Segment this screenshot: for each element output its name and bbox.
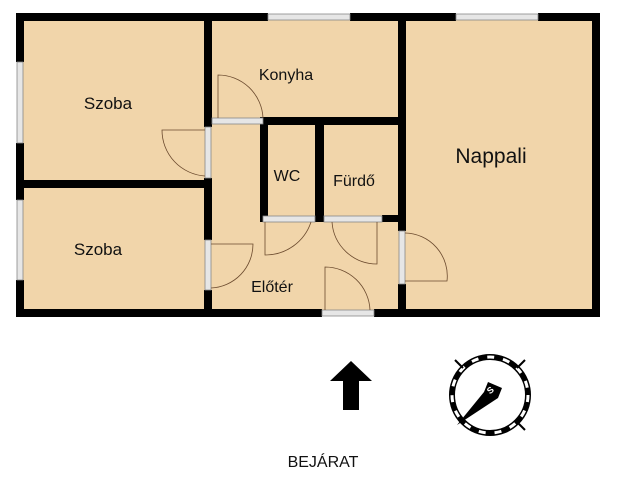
arrow-up-icon <box>330 361 372 410</box>
room-label-nappali: Nappali <box>455 145 526 168</box>
interior-walls <box>16 13 406 317</box>
door-nappali <box>404 232 448 282</box>
windows <box>16 13 539 281</box>
doors <box>161 74 448 317</box>
door-furdo <box>331 221 378 265</box>
room-label-eloter: Előtér <box>251 279 293 296</box>
door-konyha <box>217 74 264 119</box>
floor-area <box>20 17 596 313</box>
room-label-szoba-1: Szoba <box>84 94 133 113</box>
entrance-label: BEJÁRAT <box>288 452 359 471</box>
room-label-wc: WC <box>274 168 301 185</box>
door-szoba-2 <box>210 243 254 289</box>
room-label-szoba-2: Szoba <box>74 240 123 259</box>
room-label-konyha: Konyha <box>259 67 313 84</box>
room-label-furdo: Fürdő <box>333 173 375 190</box>
door-entrance <box>324 266 371 311</box>
compass-icon: S <box>449 354 531 436</box>
door-szoba-1 <box>161 129 206 177</box>
svg-text:S: S <box>485 384 496 396</box>
door-wc <box>264 221 312 256</box>
